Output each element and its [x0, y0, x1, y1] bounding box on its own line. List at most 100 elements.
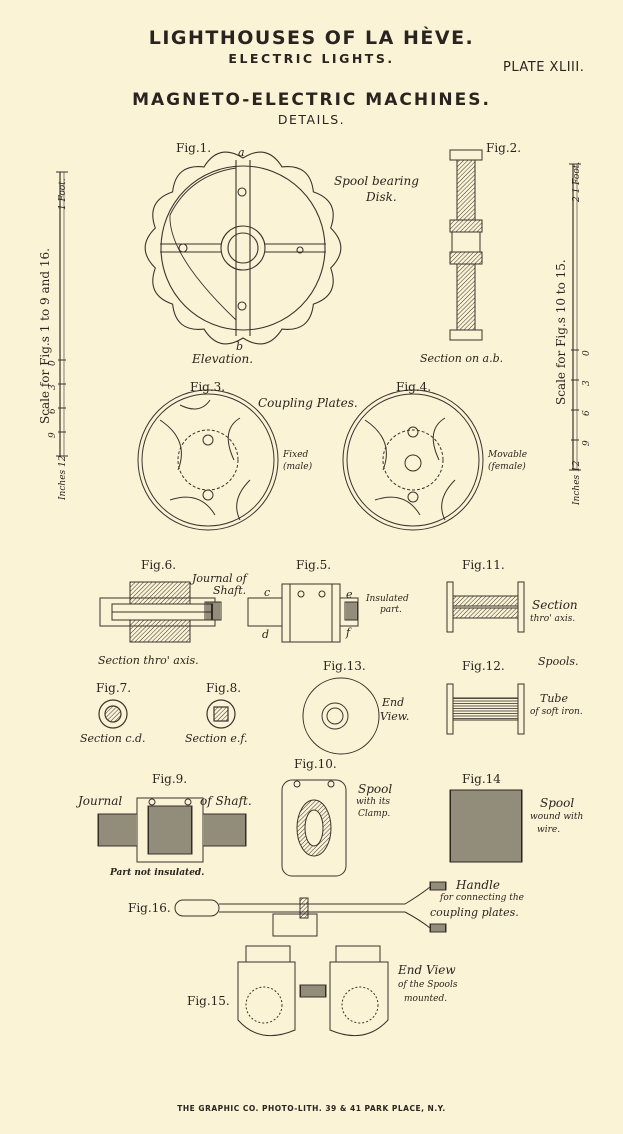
spools-caption: Spools. — [538, 655, 579, 668]
fig4-note-line1: Movable — [488, 450, 528, 460]
right-scale-tick: 9 — [582, 440, 592, 446]
fig2-section-drawing — [449, 149, 483, 341]
fig16-note-line1: Handle — [456, 878, 500, 892]
fig6-note-line2: Shaft. — [213, 584, 247, 597]
fig8-label: Fig.8. — [206, 681, 242, 695]
right-scale-bar — [569, 163, 581, 471]
fig14-note-line3: wire. — [537, 825, 561, 835]
fig9-caption: Part not insulated. — [110, 868, 205, 878]
fig11-note-line2: thro' axis. — [530, 614, 576, 624]
fig7-section-drawing — [98, 699, 128, 729]
fig11-note-line1: Section — [532, 598, 578, 612]
fig10-note-line2: with its — [356, 797, 390, 807]
fig14-note-line1: Spool — [540, 796, 575, 810]
left-scale-start: Inches 12 — [58, 455, 68, 500]
left-scale-tick: 0 — [48, 360, 58, 366]
left-scale-tick: 9 — [48, 432, 58, 438]
right-scale-label: Scale for Fig.s 10 to 15. — [554, 259, 568, 405]
fig5-journal-drawing — [247, 583, 359, 643]
fig9-note-left: Journal — [78, 794, 123, 808]
fig15-note-line2: of the Spools — [398, 980, 458, 990]
fig2-label: Fig.2. — [486, 141, 522, 155]
plate-number: PLATE XLIII. — [503, 60, 585, 75]
fig10-note-line3: Clamp. — [358, 809, 391, 819]
fig16-label: Fig.16. — [128, 901, 171, 915]
fig14-wound-spool-drawing — [449, 789, 523, 863]
fig6-note-line1: Journal of — [192, 572, 247, 585]
fig6-label: Fig.6. — [141, 558, 177, 572]
fig12-note-line1: Tube — [540, 692, 568, 705]
left-scale-bar — [56, 171, 68, 457]
fig8-caption: Section e.f. — [185, 732, 248, 745]
fig14-label: Fig.14 — [462, 772, 501, 786]
fig10-spool-clamp-drawing — [281, 779, 347, 877]
fig6-caption: Section thro' axis. — [98, 654, 199, 667]
fig9-journal-drawing — [97, 797, 247, 863]
fig7-caption: Section c.d. — [80, 732, 146, 745]
fig1-note-line1: Spool bearing — [334, 174, 419, 188]
fig3-note-line2: (male) — [283, 462, 313, 472]
fig5-point-d: d — [262, 628, 270, 641]
fig5-point-e: e — [346, 588, 353, 601]
publisher-imprint: THE GRAPHIC CO. PHOTO-LITH. 39 & 41 PARK… — [177, 1104, 446, 1113]
fig14-note-line2: wound with — [530, 812, 584, 822]
fig13-note-line1: End — [382, 696, 405, 709]
fig11-spool-section-drawing — [446, 581, 525, 633]
left-scale-label: Scale for Fig.s 1 to 9 and 16. — [38, 248, 52, 424]
fig1-point-b: b — [236, 340, 244, 353]
coupling-caption: Coupling Plates. — [258, 396, 358, 410]
fig15-label: Fig.15. — [187, 994, 230, 1008]
fig15-note-line3: mounted. — [404, 994, 448, 1004]
fig3-label: Fig.3. — [190, 380, 226, 394]
fig3-coupling-plate-drawing — [137, 389, 279, 531]
fig1-note-line2: Disk. — [366, 190, 397, 204]
right-scale-tick: 0 — [582, 350, 592, 356]
fig11-label: Fig.11. — [462, 558, 505, 572]
fig4-coupling-plate-drawing — [342, 389, 484, 531]
fig12-label: Fig.12. — [462, 659, 505, 673]
fig8-section-drawing — [206, 699, 236, 729]
fig15-spools-mounted-drawing — [237, 945, 389, 1037]
fig16-note-line2: for connecting the — [440, 893, 524, 903]
fig1-point-a: a — [238, 146, 245, 159]
fig10-note-line1: Spool — [358, 782, 393, 796]
fig13-end-view-drawing — [302, 677, 380, 755]
right-scale-end: 2 1 Foot. — [572, 161, 582, 202]
fig5-note-line2: part. — [380, 605, 402, 615]
fig10-label: Fig.10. — [294, 757, 337, 771]
right-scale-start: Inches 12 — [572, 460, 582, 505]
right-scale-tick: 6 — [582, 410, 592, 416]
fig16-note-line3: coupling plates. — [430, 906, 519, 919]
fig12-spool-tube-drawing — [446, 683, 525, 735]
fig13-label: Fig.13. — [323, 659, 366, 673]
fig1-label: Fig.1. — [176, 141, 212, 155]
fig1-caption: Elevation. — [192, 352, 254, 366]
section-title: MAGNETO-ELECTRIC MACHINES. — [132, 90, 491, 110]
fig5-point-f: f — [346, 626, 351, 639]
fig13-note-line2: View. — [380, 710, 410, 723]
page-title: LIGHTHOUSES OF LA HÈVE. — [148, 27, 475, 49]
left-scale-end: 1 Foot. — [58, 178, 68, 210]
section-subtitle: DETAILS. — [277, 112, 346, 127]
fig4-label: Fig.4. — [396, 380, 432, 394]
fig15-note-line1: End View — [398, 963, 456, 977]
fig9-label: Fig.9. — [152, 772, 188, 786]
fig16-handle-drawing — [174, 881, 447, 937]
fig5-note-line1: Insulated — [366, 594, 409, 604]
fig5-point-c: c — [264, 586, 271, 599]
fig3-note-line1: Fixed — [283, 450, 309, 460]
right-scale-tick: 3 — [582, 380, 592, 386]
fig1-spool-disk-drawing — [144, 151, 342, 345]
fig12-note-line2: of soft iron. — [530, 707, 583, 717]
left-scale-tick: 6 — [48, 408, 58, 414]
page-subtitle: ELECTRIC LIGHTS. — [228, 51, 395, 66]
fig5-label: Fig.5. — [296, 558, 332, 572]
fig6-journal-drawing — [99, 581, 222, 643]
fig9-note-right: of Shaft. — [200, 794, 252, 808]
left-scale-tick: 3 — [48, 384, 58, 390]
fig4-note-line2: (female) — [488, 462, 526, 472]
fig7-label: Fig.7. — [96, 681, 132, 695]
fig2-caption: Section on a.b. — [420, 352, 504, 365]
